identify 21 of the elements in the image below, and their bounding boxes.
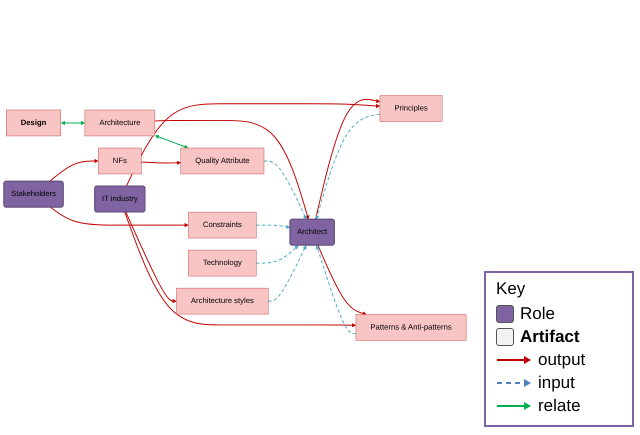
legend-label: output xyxy=(538,350,586,370)
arrow xyxy=(318,244,367,315)
arrow xyxy=(268,244,306,302)
arrow xyxy=(140,160,181,164)
arrow xyxy=(126,102,380,186)
legend-title: Key xyxy=(496,279,526,299)
arrow xyxy=(264,160,307,220)
arrow xyxy=(50,206,189,227)
arrow xyxy=(60,120,86,125)
arrow xyxy=(154,119,310,220)
arrow xyxy=(49,158,99,182)
arrow xyxy=(316,244,356,334)
arrow xyxy=(125,211,177,303)
legend-label: Role xyxy=(520,304,555,324)
legend-label: Artifact xyxy=(520,327,580,347)
arrow xyxy=(154,134,188,148)
legend-label: input xyxy=(538,373,575,393)
arrow xyxy=(256,244,299,264)
arrow xyxy=(256,224,290,228)
legend-label: relate xyxy=(538,396,581,416)
arrow xyxy=(124,211,356,327)
